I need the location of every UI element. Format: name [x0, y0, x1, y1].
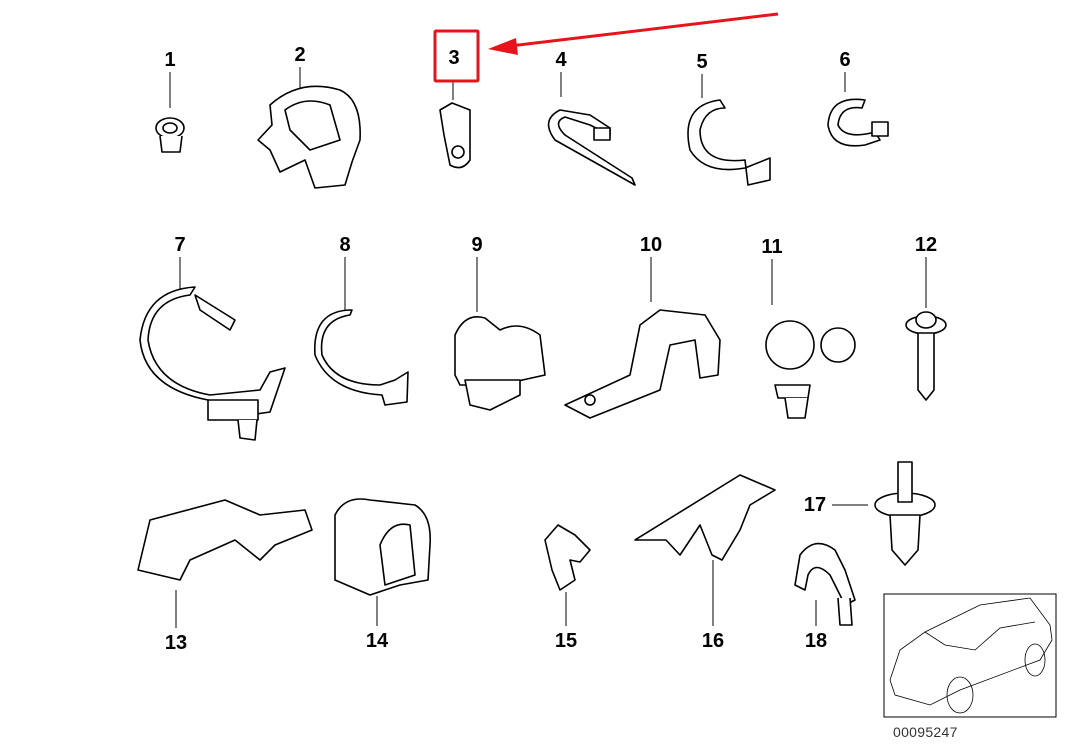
part-1-hose-clip [155, 117, 185, 153]
diagram-reference-code: 00095247 [893, 724, 958, 740]
part-15-clip [544, 524, 591, 591]
part-label-2: 2 [294, 44, 306, 66]
part-9-cable-holder [454, 316, 546, 411]
part-label-3: 3 [448, 47, 460, 69]
part-14-clip [334, 498, 432, 596]
part-label-14: 14 [365, 630, 389, 652]
highlight-annotation [433, 12, 779, 83]
part-3-clip [439, 102, 471, 169]
part-label-6: 6 [839, 49, 851, 71]
part-17-expansion-rivet [874, 461, 936, 566]
part-label-12: 12 [914, 234, 938, 256]
part-label-8: 8 [339, 234, 351, 256]
part-13-holder [137, 499, 313, 581]
highlight-arrowhead [488, 38, 518, 55]
part-label-9: 9 [471, 234, 483, 256]
part-label-1: 1 [164, 49, 176, 71]
part-label-16: 16 [701, 630, 725, 652]
part-label-7: 7 [174, 234, 186, 256]
part-7-strap-holder [139, 286, 286, 441]
part-label-5: 5 [696, 51, 708, 73]
highlight-box [433, 29, 480, 83]
part-11-double-clip [765, 320, 856, 419]
highlight-arrow [509, 12, 779, 48]
part-8-strap-clamp [314, 309, 409, 406]
part-16-holder [634, 474, 776, 561]
part-label-13: 13 [164, 632, 188, 654]
part-5-strap-clamp [687, 99, 771, 186]
part-18-bracket-screw [794, 542, 856, 626]
part-6-band-clamp [827, 98, 889, 147]
part-10-bracket [564, 309, 721, 419]
part-label-11: 11 [761, 236, 783, 258]
part-label-15: 15 [554, 630, 578, 652]
part-label-18: 18 [804, 630, 828, 652]
part-label-10: 10 [639, 234, 663, 256]
part-label-4: 4 [555, 49, 567, 71]
part-4-cable-tie [547, 109, 636, 186]
vehicle-thumbnail [883, 593, 1057, 718]
part-2-cable-holder [257, 85, 361, 189]
leader-lines [169, 67, 927, 628]
part-12-screw [905, 311, 947, 401]
part-label-17: 17 [803, 494, 827, 516]
